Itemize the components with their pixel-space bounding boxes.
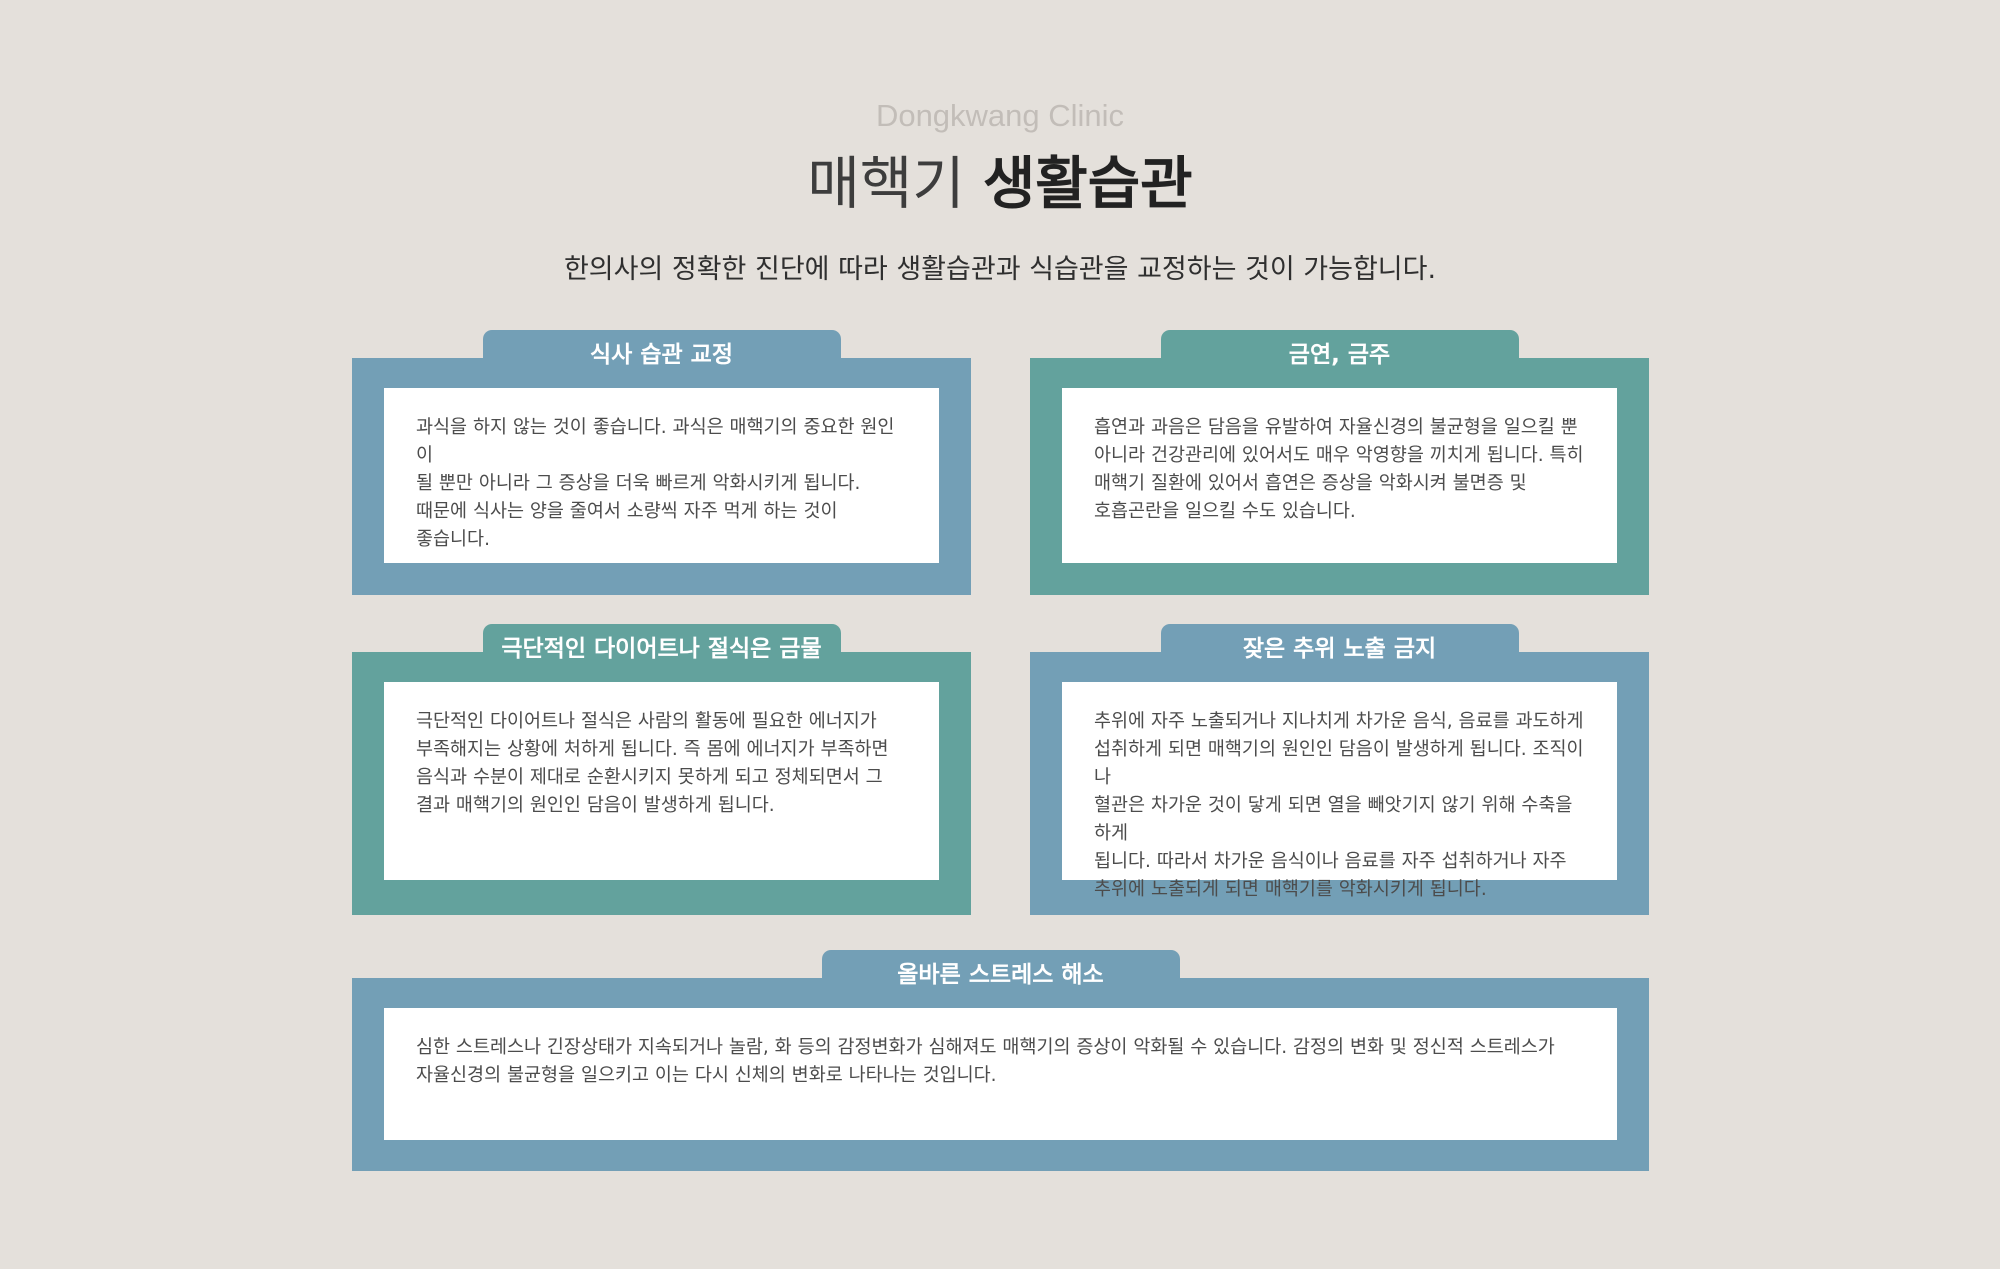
card-title: 잦은 추위 노출 금지 [1160,624,1519,668]
page-title-light: 매핵기 [807,151,965,217]
card-body: 흡연과 과음은 담음을 유발하여 자율신경의 불균형을 일으킬 뿐 아니라 건강… [1062,388,1617,563]
card-body: 추위에 자주 노출되거나 지나치게 차가운 음식, 음료를 과도하게 섭취하게 … [1062,682,1617,900]
page-title: 매핵기 생활습관 [0,148,2000,220]
card-stress-relief: 올바른 스트레스 해소 심한 스트레스나 긴장상태가 지속되거나 놀람, 화 등… [352,950,1649,1171]
card-body: 극단적인 다이어트나 절식은 사람의 활동에 필요한 에너지가 부족해지는 상황… [384,682,939,880]
card-diet-habit: 식사 습관 교정 과식을 하지 않는 것이 좋습니다. 과식은 매핵기의 중요한… [352,330,971,595]
page-subtitle: 한의사의 정확한 진단에 따라 생활습관과 식습관을 교정하는 것이 가능합니다… [563,254,1437,285]
card-no-extreme-diet: 극단적인 다이어트나 절식은 금물 극단적인 다이어트나 절식은 사람의 활동에… [352,624,971,915]
card-body: 심한 스트레스나 긴장상태가 지속되거나 놀람, 화 등의 감정변화가 심해져도… [384,1008,1617,1140]
card-no-smoking-drinking: 금연, 금주 흡연과 과음은 담음을 유발하여 자율신경의 불균형을 일으킬 뿐… [1030,330,1649,595]
card-title: 극단적인 다이어트나 절식은 금물 [482,624,841,668]
card-avoid-cold: 잦은 추위 노출 금지 추위에 자주 노출되거나 지나치게 차가운 음식, 음료… [1030,624,1649,915]
page-title-bold: 생활습관 [982,151,1193,217]
clinic-name: Dongkwang Clinic [875,98,1125,133]
card-body: 과식을 하지 않는 것이 좋습니다. 과식은 매핵기의 중요한 원인이 될 뿐만… [384,388,939,563]
card-title: 올바른 스트레스 해소 [821,950,1180,994]
card-title: 식사 습관 교정 [482,330,841,374]
card-title: 금연, 금주 [1160,330,1519,374]
